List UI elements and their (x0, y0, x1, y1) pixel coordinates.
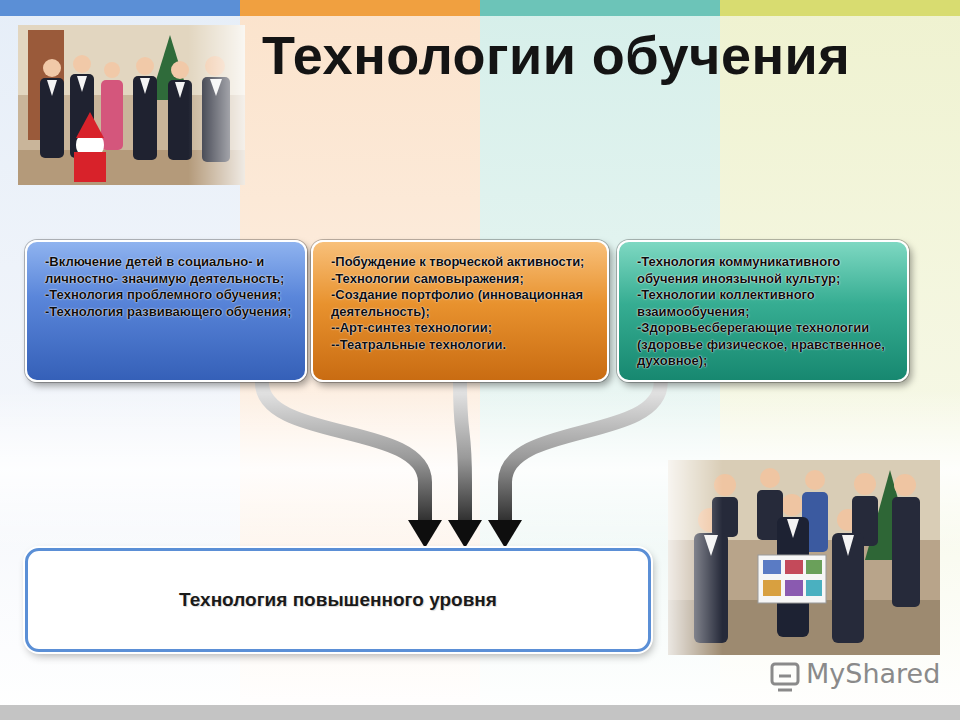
arrow-ribbon (460, 382, 465, 522)
result-box: Технология повышенного уровня (25, 548, 651, 652)
list-item: -Здоровьесберегающие технологии (здоровь… (637, 320, 895, 370)
arrow-head (408, 520, 442, 548)
technology-box: -Технология коммуникативного обучения ин… (617, 240, 909, 382)
list-item: -Включение детей в социально- и личностн… (45, 254, 293, 287)
list-item: -Технология коммуникативного обучения ин… (637, 254, 895, 287)
merge-arrow (448, 382, 482, 548)
arrow-head (448, 520, 482, 548)
watermark-icon (772, 664, 798, 690)
result-text: Технология повышенного уровня (179, 589, 497, 611)
merge-arrow (262, 382, 442, 548)
list-item: -Создание портфолио (инновационная деяте… (331, 287, 595, 320)
arrow-head (488, 520, 522, 548)
list-item: --Арт-синтез технологии; (331, 320, 595, 337)
list-item: -Технологии коллективного взаимообучения… (637, 287, 895, 320)
class-photo (668, 460, 940, 655)
technology-box: -Включение детей в социально- и личностн… (25, 240, 307, 382)
class-photo (18, 25, 245, 185)
list-item: -Технология развивающего обучения; (45, 304, 293, 321)
arrow-ribbon (505, 382, 661, 522)
list-item: -Технология проблемного обучения; (45, 287, 293, 304)
arrow-ribbon (262, 382, 425, 522)
slide-title: Технологии обучения (262, 24, 850, 86)
list-item: -Побуждение к творческой активности; (331, 254, 595, 271)
list-item: --Театральные технологии. (331, 337, 595, 354)
watermark: MyShared (806, 658, 940, 689)
list-item: -Технологии самовыражения; (331, 271, 595, 288)
merge-arrow (488, 382, 661, 548)
technology-box: -Побуждение к творческой активности;-Тех… (311, 240, 609, 382)
